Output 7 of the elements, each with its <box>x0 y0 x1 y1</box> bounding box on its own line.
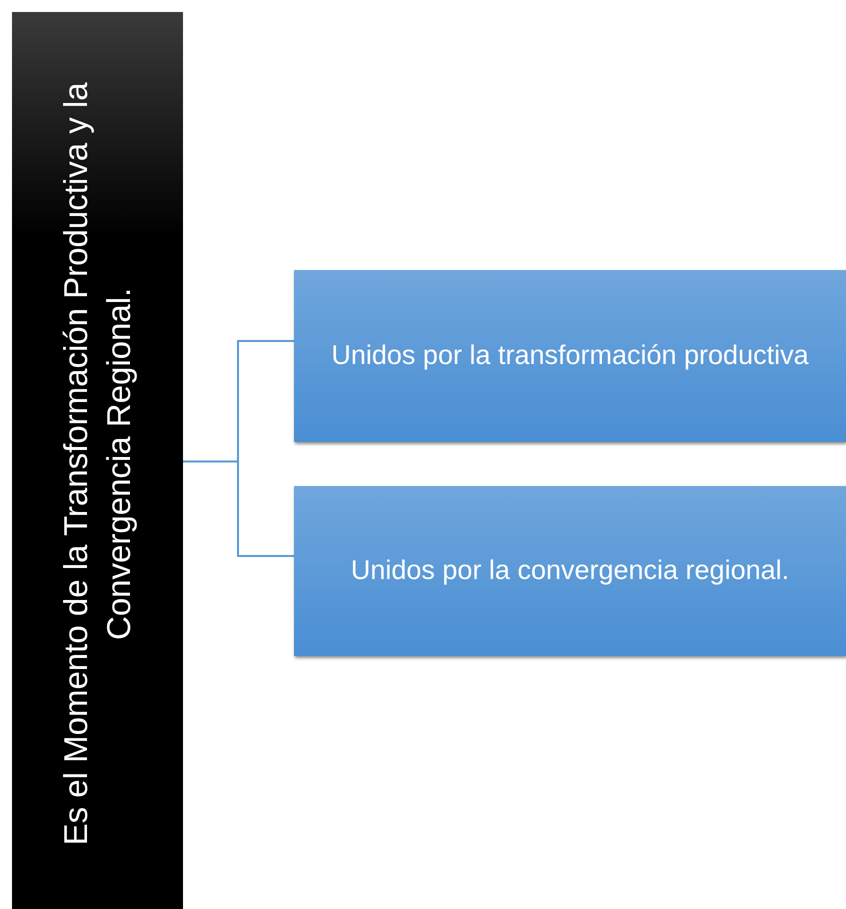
topic-box <box>294 270 846 442</box>
topic-box <box>294 486 846 656</box>
connector-line <box>183 460 294 557</box>
title-banner <box>12 12 183 909</box>
topic-text: Unidos por la convergencia regional. <box>350 554 790 588</box>
topic-text: Unidos por la transformación productiva <box>331 339 809 372</box>
banner-title: Es el Momento de la Transformación Productiva y la Convergencia Regional. <box>56 80 138 847</box>
